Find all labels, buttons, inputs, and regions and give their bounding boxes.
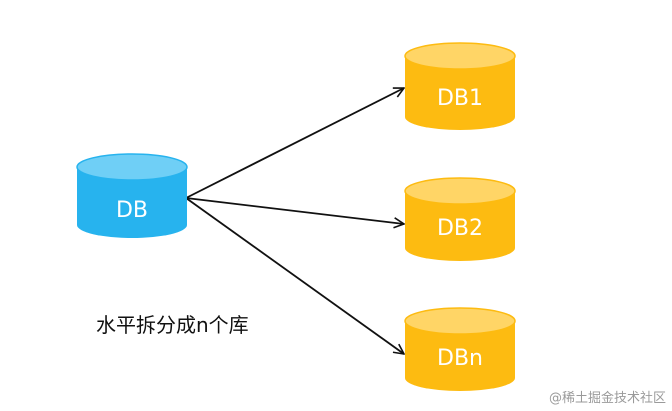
arrow-to-db2: [185, 197, 404, 224]
shard-db1-body: [405, 56, 515, 130]
shard-db1-label: DB1: [437, 86, 483, 111]
shard-dbn-label: DBn: [437, 346, 483, 371]
diagram-caption: 水平拆分成n个库: [96, 313, 249, 337]
shard-dbn-cylinder: DBn: [404, 307, 516, 391]
shard-dbn-body: [405, 321, 515, 391]
arrows: [185, 88, 404, 354]
shard-db1-cylinder: DB1: [404, 42, 516, 130]
source-db-cylinder: DB: [76, 153, 188, 238]
source-db-label: DB: [116, 198, 148, 223]
shard-dbn-top: [404, 307, 516, 335]
arrow-to-dbn: [185, 197, 404, 354]
shard-db2-top: [404, 177, 516, 205]
shard-db2-cylinder: DB2: [404, 177, 516, 261]
watermark: @稀土掘金技术社区: [549, 390, 666, 406]
source-db-top: [76, 153, 188, 181]
arrow-to-db1: [185, 88, 404, 199]
source-db-body: [77, 167, 187, 238]
shard-db2-label: DB2: [437, 216, 483, 241]
shard-db2-body: [405, 191, 515, 261]
shard-db1-top: [404, 42, 516, 70]
